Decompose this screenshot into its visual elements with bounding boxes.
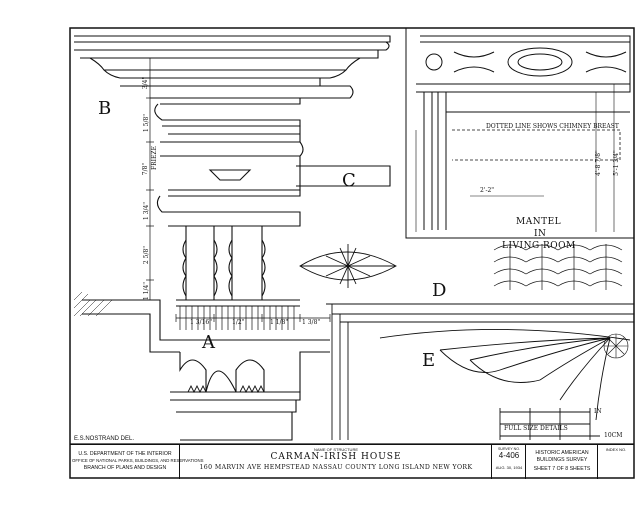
frieze-label: FRIEZE [151,146,158,170]
dim-left-5: 2 5/8" [143,245,151,265]
name-caption: NAME OF STRUCTURE [314,447,358,452]
structure-name: CARMAN-IRISH HOUSE [270,452,402,462]
habs-line-1: HISTORIC AMERICAN [535,450,589,456]
dim-left-2: 1 5/8" [143,113,151,133]
fan-sunburst [603,333,629,359]
rosette-ornament [299,244,397,288]
mantel-frame [405,27,635,239]
structure-cell: NAME OF STRUCTURE CARMAN-IRISH HOUSE 160… [180,445,492,479]
mantel-title-2: IN [534,229,547,239]
agency-line-2: OFFICE OF NATIONAL PARKS, BUILDINGS, AND… [72,458,204,463]
section-profile [82,299,330,441]
detail-label-e: E [422,350,436,371]
habs-line-2: BUILDINGS SURVEY [536,457,588,463]
dim-left-3: 7/8" [142,162,150,176]
dim-bottom-3: 1 1/8" [270,319,289,326]
mantel-dimension-lines [415,84,615,232]
dim-bottom-2: 1/2" [232,319,245,326]
survey-date: AUG. 30, 1934 [495,465,523,470]
dim-mantel-2: 4'-8 7/8" [594,150,602,176]
dim-bottom-1: 1 3/16" [190,319,212,326]
survey-number: 4-406 [498,451,520,460]
sheet-count: SHEET 7 OF 8 SHEETS [533,466,591,472]
detail-label-a: A [202,332,215,353]
detail-label-d: D [432,280,447,301]
cornice-profile [74,35,391,307]
dim-left-6: 1 1/4" [143,281,151,301]
scale-unit-cm: 10CM [604,432,623,439]
title-block: U.S. DEPARTMENT OF THE INTERIOR OFFICE O… [70,444,634,479]
dim-mantel-3: 5'-1 3/4" [612,150,620,176]
dentil-zigzag [187,384,265,394]
structure-address: 160 MARVIN AVE HEMPSTEAD NASSAU COUNTY L… [199,464,473,471]
dim-left-1: 3/4" [142,76,150,90]
chimney-note: DOTTED LINE SHOWS CHIMNEY BREAST [486,123,619,130]
scale-bars [499,408,600,440]
bottom-dimension-line [175,314,331,322]
detail-label-c: C [342,170,356,191]
mantel-title-1: MANTEL [516,217,562,227]
delineator-credit: E.S.NOSTRAND DEL. [74,436,135,442]
lattice-pattern [493,244,623,290]
dim-left-4: 1 3/4" [143,201,151,221]
sheet-border [69,27,635,479]
survey-cell: SURVEY NO. 4-406 AUG. 30, 1934 [492,445,526,479]
habs-cell: HISTORIC AMERICAN BUILDINGS SURVEY SHEET… [526,445,598,479]
scale-unit-in: IN [594,408,602,415]
agency-line-1: U.S. DEPARTMENT OF THE INTERIOR [78,451,172,457]
dim-mantel-1: 2'-2" [480,187,495,194]
survey-caption: SURVEY NO. [497,447,521,451]
wall-hatch [73,291,113,317]
fan-ceiling [326,303,634,440]
agency-line-3: BRANCH OF PLANS AND DESIGN [83,465,167,471]
detail-label-b: B [98,98,112,119]
agency-cell: U.S. DEPARTMENT OF THE INTERIOR OFFICE O… [70,445,204,479]
mantel-title-3: LIVING ROOM [502,241,576,251]
chimney-dotted-line [452,129,621,161]
index-caption: INDEX NO. [605,447,627,452]
dim-bottom-4: 1 3/8" [302,319,321,326]
scale-label: FULL SIZE DETAILS [504,425,568,432]
index-cell: INDEX NO. [598,445,634,479]
